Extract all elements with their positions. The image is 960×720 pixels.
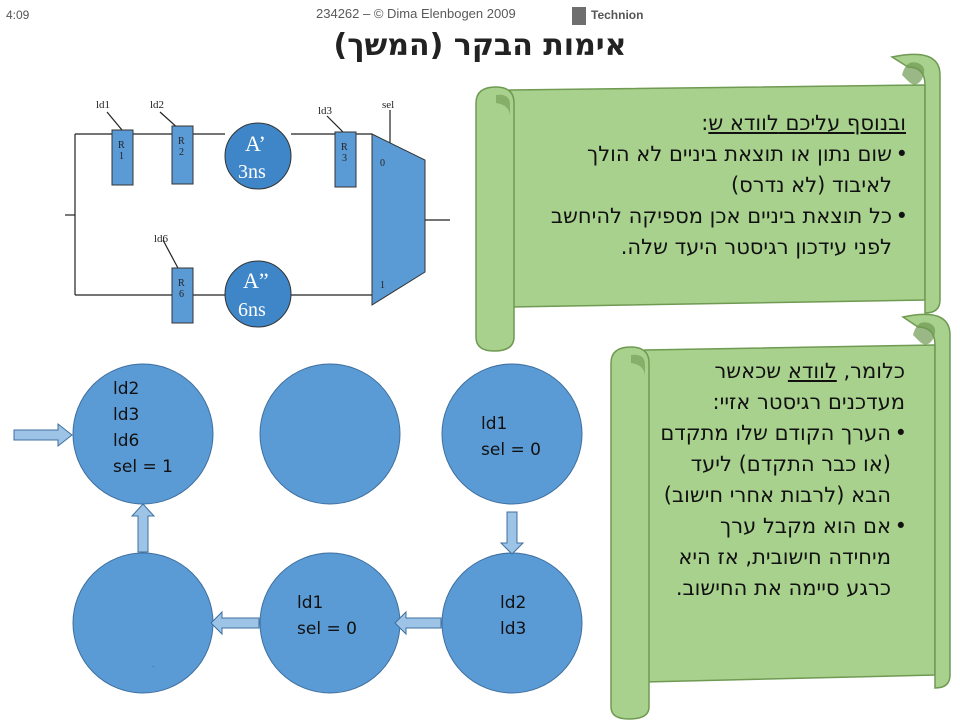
r6-letter: R — [178, 278, 185, 289]
r1-number: 1 — [119, 151, 124, 162]
fsm-arrow-4-to-5 — [394, 610, 442, 636]
fsm-s5-line2: sel = 0 — [297, 619, 357, 639]
fsm-entry-arrow — [13, 422, 73, 448]
label-ld3: ld3 — [318, 105, 333, 117]
fsm-s4-line2: ld3 — [500, 619, 527, 639]
scroll-2-intro-b: לוודא — [787, 359, 837, 383]
fsm-arrow-5-to-6 — [210, 610, 260, 636]
scroll-2-intro: כלומר, לוודא שכאשר מעדכנים רגיסטר אזיי: — [655, 356, 905, 418]
scroll-1-bullet-1: שום נתון או תוצאת ביניים לא הולך לאיבוד … — [522, 139, 908, 201]
register-r1 — [111, 129, 134, 186]
fsm-s1-line3: ld6 — [113, 431, 140, 451]
fsm-arrow-6-to-1 — [130, 503, 156, 553]
scroll-1-intro: ובנוסף עליכם לוודא ש: — [522, 108, 906, 139]
fsm-state-6 — [72, 552, 214, 694]
svg-text:.: . — [152, 660, 155, 669]
fsm-s5-line1: ld1 — [297, 593, 324, 613]
fsm-diagram: . — [13, 363, 583, 694]
mux-input-1: 1 — [380, 280, 385, 291]
fsm-s1-line2: ld3 — [113, 405, 140, 425]
a2-time: 6ns — [238, 299, 266, 321]
fsm-state-1-labels: ld2 ld3 ld6 sel = 1 — [113, 376, 173, 480]
fsm-state-3 — [441, 363, 583, 505]
fsm-s4-line1: ld2 — [500, 593, 527, 613]
r2-number: 2 — [179, 147, 184, 158]
fsm-s3-line1: ld1 — [481, 414, 508, 434]
a1-name: A’ — [245, 131, 266, 156]
scroll-1-intro-a: ובנוסף עליכם — [778, 111, 906, 135]
a2-name: A” — [243, 268, 269, 293]
scroll-2-text: כלומר, לוודא שכאשר מעדכנים רגיסטר אזיי: … — [655, 356, 907, 604]
fsm-state-5-labels: ld1 sel = 0 — [297, 590, 357, 642]
fsm-s1-line4: sel = 1 — [113, 457, 173, 477]
label-sel: sel — [382, 99, 394, 111]
scroll-1-bullet-2: כל תוצאת ביניים אכן מספיקה להיחשב לפני ע… — [522, 201, 908, 263]
register-r2 — [171, 125, 194, 185]
technion-logo: Technion — [570, 3, 660, 31]
pipeline-circuit-diagram: ld1 ld2 ld3 ld6 sel R 1 R 2 R 3 R 6 A’ 3… — [65, 99, 450, 328]
fsm-s3-line2: sel = 0 — [481, 440, 541, 460]
r6-number: 6 — [179, 289, 184, 300]
fsm-arrow-3-to-4 — [499, 511, 525, 555]
page-title: אימות הבקר (המשך) — [333, 28, 627, 63]
scroll-1-intro-c: : — [701, 111, 709, 135]
multiplexer — [371, 133, 426, 306]
r2-letter: R — [178, 136, 185, 147]
scroll-2-intro-c: שכאשר מעדכנים רגיסטר אזיי: — [712, 359, 905, 414]
mux-input-0: 0 — [380, 158, 385, 169]
r1-letter: R — [118, 140, 125, 151]
logo-emblem — [572, 7, 586, 25]
label-ld1: ld1 — [96, 99, 110, 111]
label-ld2: ld2 — [150, 99, 164, 111]
r3-number: 3 — [342, 153, 347, 164]
r3-letter: R — [341, 142, 348, 153]
scroll-2-bullet-2: אם הוא מקבל ערך מיחידה חישובית, אז היא כ… — [655, 511, 907, 604]
label-ld6: ld6 — [154, 233, 169, 245]
fsm-state-4-labels: ld2 ld3 — [500, 590, 526, 642]
scroll-1-intro-b: לוודא ש — [708, 111, 779, 135]
unit-a-prime — [224, 122, 292, 190]
slide-time: 4:09 — [6, 8, 30, 22]
register-r6 — [171, 267, 194, 324]
register-r3 — [334, 131, 357, 188]
scroll-2-intro-a: כלומר, — [836, 359, 905, 383]
fsm-state-3-labels: ld1 sel = 0 — [481, 411, 541, 463]
fsm-state-2 — [259, 363, 401, 505]
scroll-2-bullet-1: הערך הקודם שלו מתקדם (או כבר התקדם) ליעד… — [655, 418, 907, 511]
logo-text: Technion — [591, 8, 643, 22]
copyright-text: 234262 – © Dima Elenbogen 2009 — [316, 6, 516, 21]
scroll-1-text: ובנוסף עליכם לוודא ש: שום נתון או תוצאת … — [522, 108, 908, 263]
fsm-s1-line1: ld2 — [113, 379, 140, 399]
unit-a-double-prime — [224, 260, 292, 328]
a1-time: 3ns — [238, 161, 266, 183]
